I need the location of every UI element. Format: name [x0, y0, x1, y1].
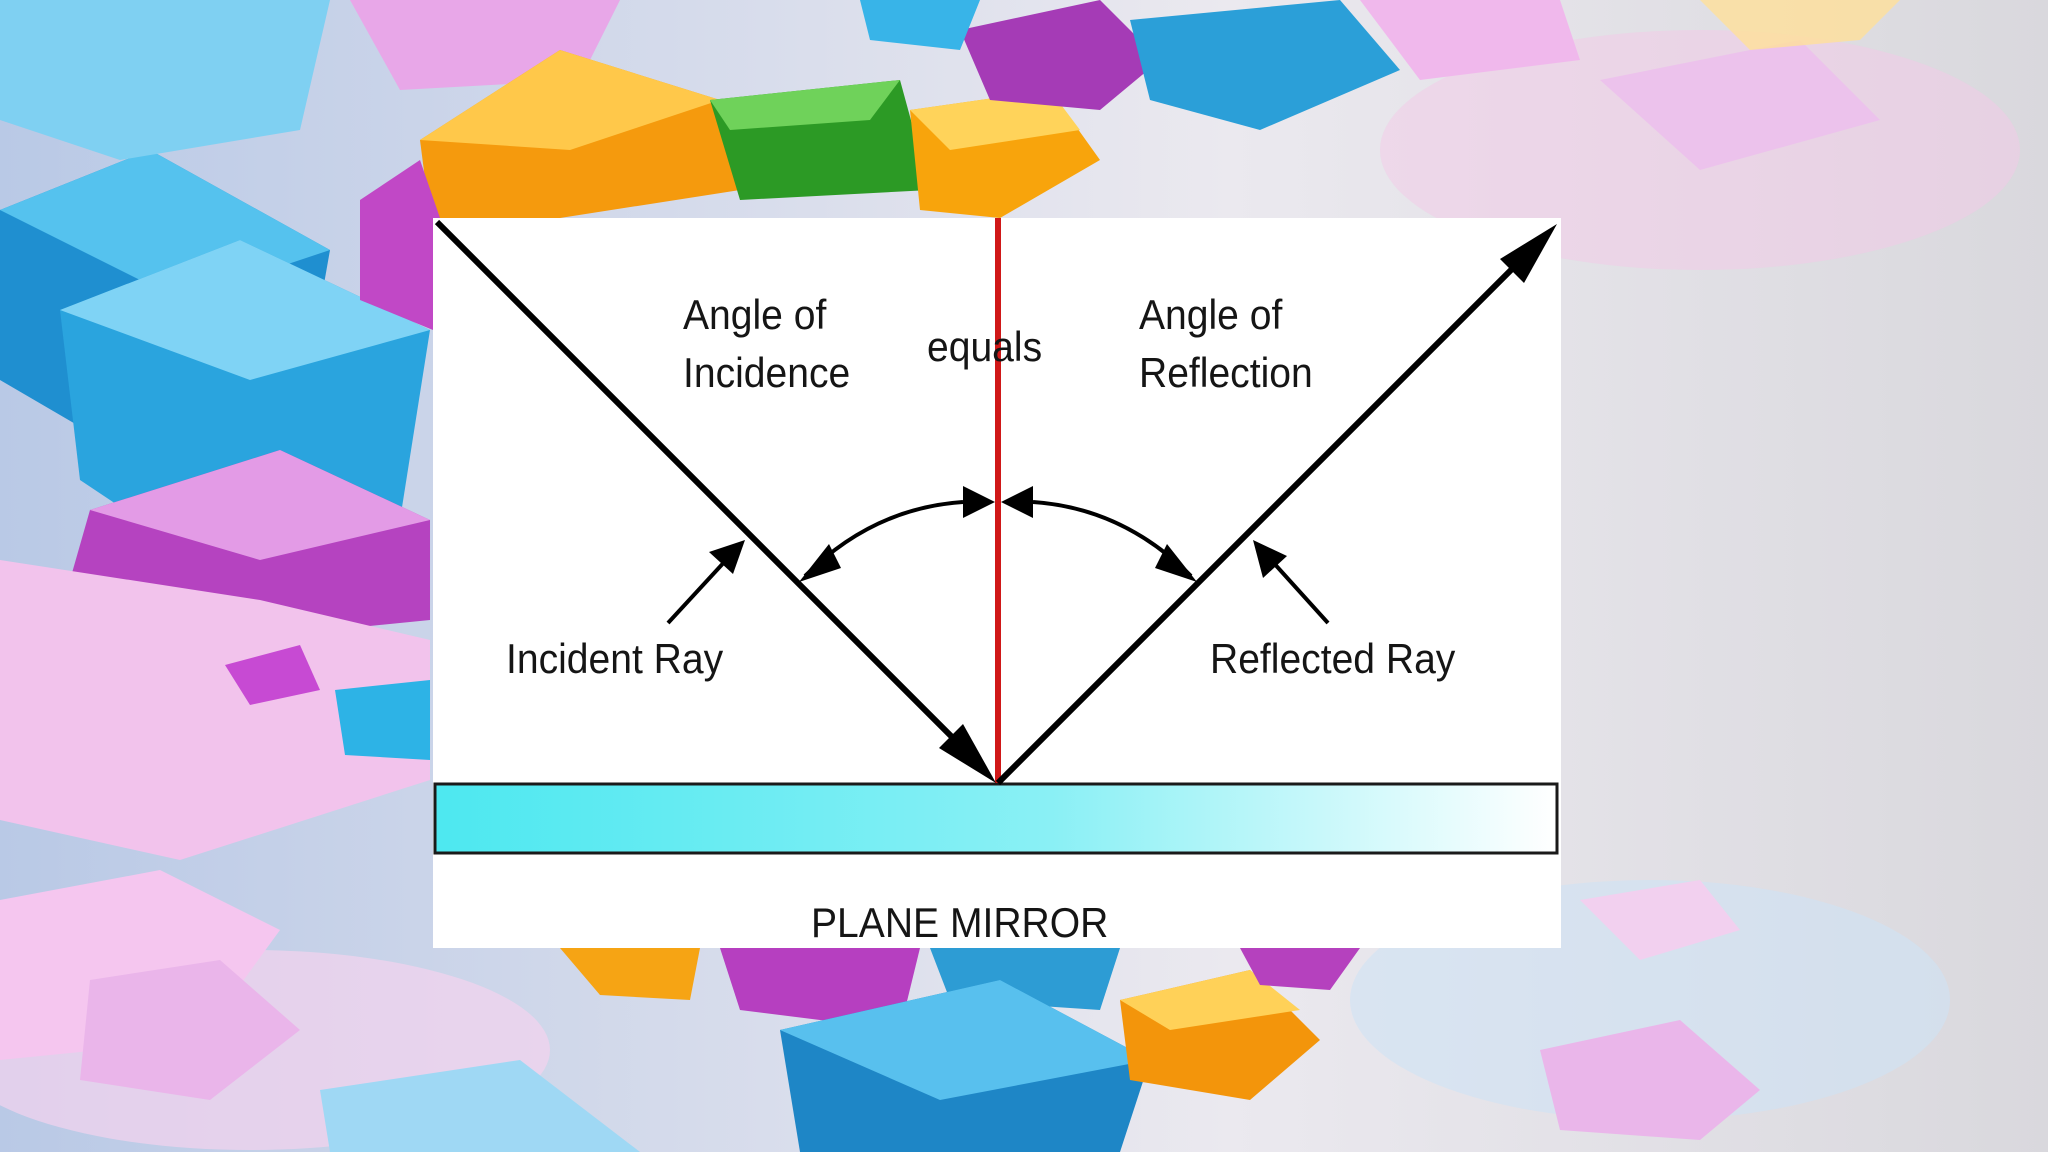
reflected-ray-line: [995, 243, 1538, 786]
reflection-label-line1: Angle of: [1139, 291, 1283, 338]
incidence-label-line2: Incidence: [683, 349, 851, 396]
reflected-ray-pointer: [1269, 558, 1330, 625]
reflection-label-line2: Reflection: [1139, 349, 1313, 396]
incidence-arc-arrow-right: [963, 486, 995, 518]
incident-ray-arrowhead: [939, 724, 996, 783]
reflected-ray-pointer-head: [1253, 540, 1287, 578]
reflection-arc-arrow-left: [1001, 486, 1033, 518]
reflection-diagram: [433, 218, 1559, 855]
angle-of-incidence-label: Angle of Incidence: [683, 286, 850, 402]
incident-ray-line: [434, 219, 976, 761]
incident-ray-pointer-head: [709, 540, 745, 574]
incident-ray-label: Incident Ray: [506, 635, 724, 682]
reflection-arc-arrow-right: [1155, 544, 1197, 582]
incident-ray-pointer: [666, 556, 730, 625]
equals-label: equals: [927, 323, 1043, 370]
incidence-arc-arrow-left: [799, 544, 841, 582]
reflected-ray-arrowhead: [1500, 224, 1557, 283]
plane-mirror: [433, 782, 1559, 855]
plane-mirror-label: PLANE MIRROR: [811, 899, 1109, 946]
reflected-ray-label: Reflected Ray: [1210, 635, 1456, 682]
diagram-panel: Angle of Incidence equals Angle of Refle…: [433, 218, 1561, 948]
incidence-label-line1: Angle of: [683, 291, 827, 338]
angle-of-reflection-label: Angle of Reflection: [1139, 286, 1313, 402]
